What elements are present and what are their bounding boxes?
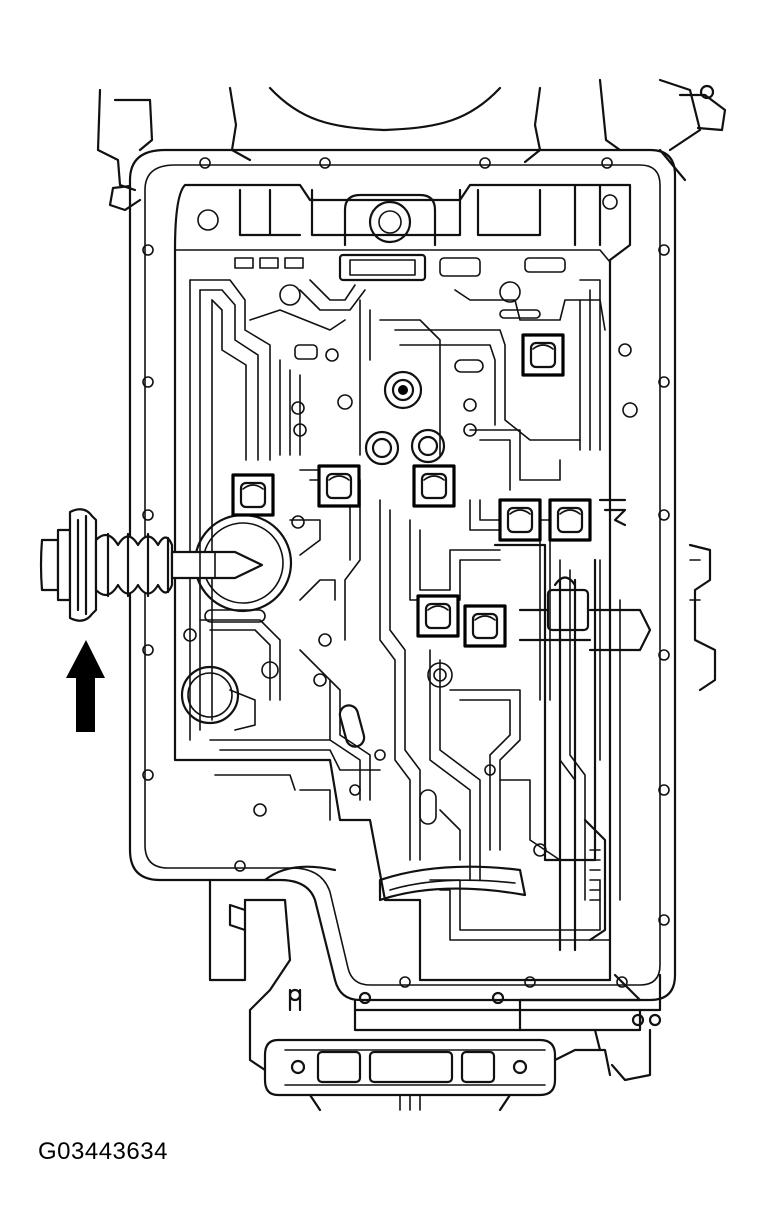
valve-body bbox=[173, 183, 632, 982]
arrow-up-icon bbox=[66, 640, 105, 732]
solenoid-7 bbox=[416, 594, 460, 638]
solenoid-6 bbox=[548, 498, 592, 542]
figure-code: G03443634 bbox=[38, 1138, 168, 1165]
solenoid-2 bbox=[231, 473, 275, 517]
solenoid-4 bbox=[412, 464, 456, 508]
solenoid-3 bbox=[317, 464, 361, 508]
transmission-case-upper bbox=[96, 78, 727, 212]
manual-valve-assembly bbox=[493, 498, 717, 952]
transmission-case-lower bbox=[208, 865, 662, 1112]
solenoid-1 bbox=[521, 333, 565, 377]
pan-flange bbox=[128, 148, 677, 1002]
check-ball-ports bbox=[180, 281, 638, 857]
solenoid-valves bbox=[231, 333, 592, 648]
special-service-tool-icon bbox=[39, 508, 264, 622]
solenoid-5 bbox=[498, 498, 542, 542]
flange-bolt-holes bbox=[142, 157, 670, 988]
solenoid-8 bbox=[463, 604, 507, 648]
